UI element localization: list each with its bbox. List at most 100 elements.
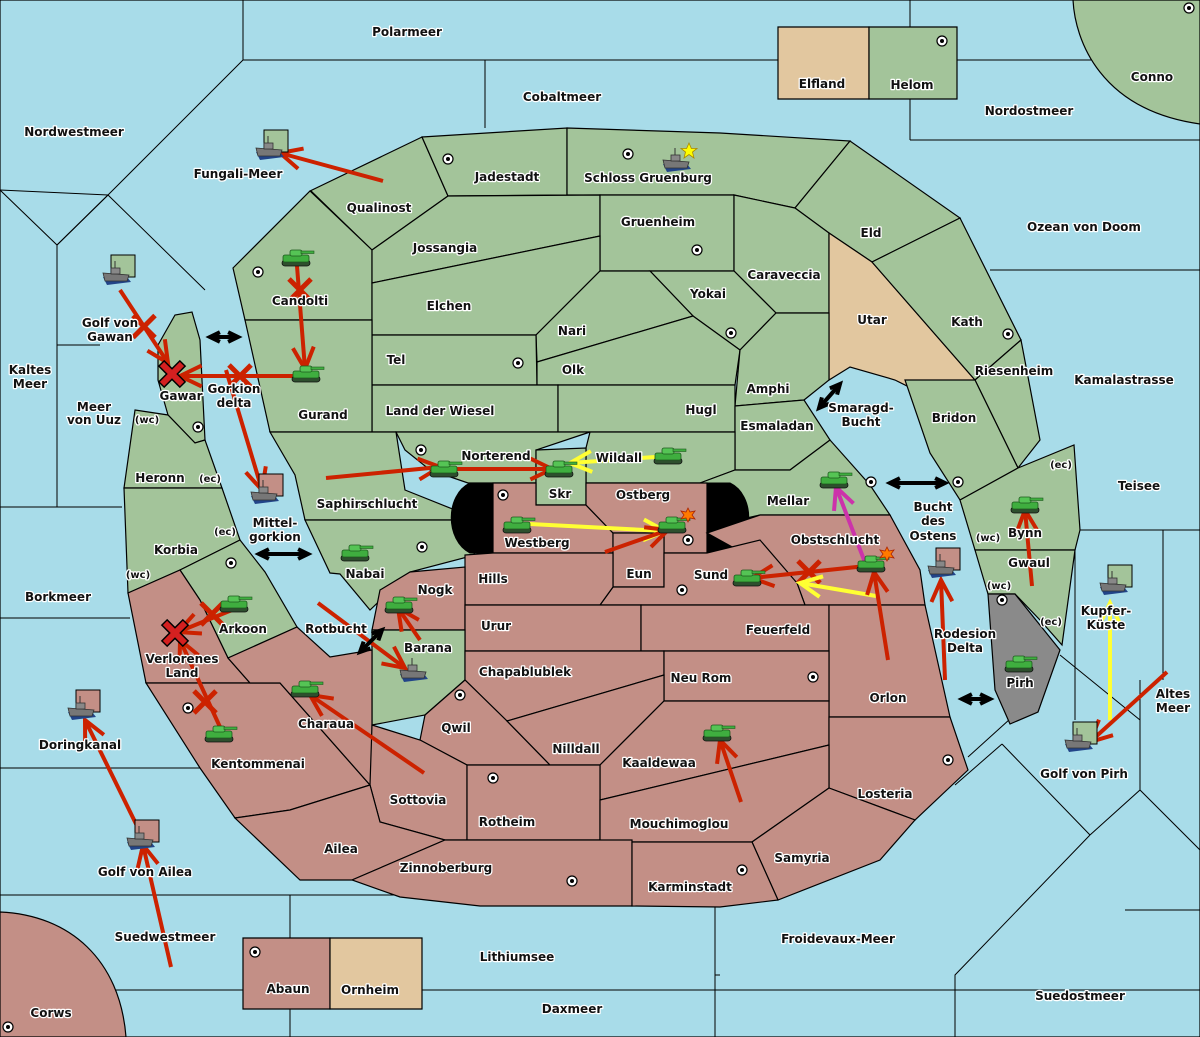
territory-label: Zinnoberburg [400, 861, 492, 875]
territory-karminstadt[interactable] [631, 841, 779, 908]
coast-tag-label: (ec) [214, 527, 236, 538]
supply-center-icon [182, 702, 194, 714]
territory-label: Barana [404, 641, 452, 655]
adjacency-double-arrow-icon [205, 330, 243, 344]
units [67, 129, 1133, 850]
territory-label: Gruenheim [621, 215, 695, 229]
order-move-arrow [82, 715, 141, 831]
army-unit-icon[interactable] [502, 516, 536, 534]
fleet-unit-icon[interactable] [1064, 721, 1098, 752]
territory-helom[interactable] [868, 26, 958, 100]
territory-label: Norterend [461, 449, 530, 463]
territory-label: Yokai [689, 287, 726, 301]
army-unit-icon[interactable] [653, 447, 687, 465]
territory-label: Kentommenai [211, 757, 305, 771]
order-move-arrow [929, 575, 955, 681]
fleet-unit-icon[interactable] [927, 547, 961, 578]
coast-tag-label: (wc) [135, 415, 159, 426]
territory-label: Corws [30, 1006, 71, 1020]
fleet-unit-icon[interactable] [250, 473, 284, 504]
territory-label: Rotheim [479, 815, 536, 829]
army-unit-icon[interactable] [429, 460, 463, 478]
territory-label: Saphirschlucht [317, 497, 418, 511]
territory-label: Mellar [767, 494, 809, 508]
fleet-unit-icon[interactable] [662, 148, 691, 172]
territory-ailea[interactable] [233, 784, 447, 881]
sea-label: Kamalastrasse [1074, 373, 1174, 387]
supply-center-icon [252, 266, 264, 278]
order-move-arrow [316, 601, 409, 671]
sea-label: Ozean von Doom [1027, 220, 1141, 234]
territory-label: Esmaladan [740, 419, 813, 433]
army-unit-icon[interactable] [290, 680, 324, 698]
sea-label: Kaltes [9, 363, 52, 377]
fleet-unit-icon[interactable] [126, 819, 160, 850]
territory-ornheim[interactable] [329, 937, 423, 1010]
territory-conno[interactable] [1072, 0, 1200, 125]
sea-label: Lithiumsee [480, 950, 555, 964]
territory-label: Riesenheim [975, 364, 1054, 378]
army-unit-icon[interactable] [204, 725, 238, 743]
sea-label: Bucht [841, 415, 880, 429]
supply-center-icon [2, 1021, 14, 1033]
territory-label: Feuerfeld [746, 623, 811, 637]
sea-label: Doringkanal [39, 738, 121, 752]
army-unit-icon[interactable] [544, 460, 578, 478]
territory-label: Gawar [159, 389, 202, 403]
sea-label: Kupfer- [1081, 604, 1131, 618]
fleet-unit-icon[interactable] [102, 254, 136, 285]
sea-label: Borkmeer [25, 590, 91, 604]
adjacency-double-arrow-icon [254, 547, 313, 561]
army-unit-icon[interactable] [340, 544, 374, 562]
territory-label: Candolti [272, 294, 328, 308]
supply-center-icon [454, 689, 466, 701]
order-support-arrow [795, 574, 877, 599]
sea-label: Gawan [87, 330, 133, 344]
sea-label: Fungali-Meer [194, 167, 283, 181]
combat-burst-icon [879, 546, 895, 562]
army-unit-icon[interactable] [384, 596, 418, 614]
army-unit-icon[interactable] [819, 471, 853, 489]
territory-olk[interactable] [536, 315, 741, 386]
territory-label: Obstschlucht [791, 533, 880, 547]
territory-label: Nabai [346, 567, 385, 581]
sea-label: gorkion [249, 530, 301, 544]
army-unit-icon[interactable] [281, 249, 315, 267]
territory-label: Neu Rom [671, 671, 732, 685]
fleet-unit-icon[interactable] [67, 689, 101, 720]
territory-label: Nilldall [552, 742, 599, 756]
territory-corws[interactable] [0, 911, 127, 1037]
sea-label: Delta [947, 641, 983, 655]
army-unit-icon[interactable] [1010, 496, 1044, 514]
territory-label: Hugl [685, 403, 716, 417]
fleet-unit-icon[interactable] [399, 658, 428, 682]
supply-center-icon [996, 594, 1008, 606]
sea-label: Daxmeer [542, 1002, 603, 1016]
supply-center-icon [192, 421, 204, 433]
army-unit-icon[interactable] [219, 595, 253, 613]
territory-label: Land [166, 666, 199, 680]
territory-label: Land der Wiesel [386, 404, 495, 418]
army-unit-icon[interactable] [657, 516, 691, 534]
army-unit-icon[interactable] [732, 569, 766, 587]
supply-center-icon [1002, 328, 1014, 340]
territory-label: Sund [694, 568, 728, 582]
sea-label: Golf von Pirh [1040, 767, 1128, 781]
coast-tag-label: (wc) [976, 533, 1000, 544]
army-unit-icon[interactable] [1004, 655, 1038, 673]
army-unit-icon[interactable] [856, 555, 890, 573]
army-unit-icon[interactable] [702, 724, 736, 742]
territory-gruenheim[interactable] [599, 194, 735, 272]
supply-center-icon [736, 864, 748, 876]
territory-label: Bridon [932, 411, 977, 425]
territory-label: Charaua [298, 717, 354, 731]
sea-label: Küste [1087, 618, 1126, 632]
sea-label: Suedostmeer [1035, 989, 1125, 1003]
army-unit-icon[interactable] [291, 365, 325, 383]
fleet-unit-icon[interactable] [255, 129, 289, 160]
supply-center-icon [512, 357, 524, 369]
supply-center-icon [691, 244, 703, 256]
fleet-unit-icon[interactable] [1099, 564, 1133, 595]
